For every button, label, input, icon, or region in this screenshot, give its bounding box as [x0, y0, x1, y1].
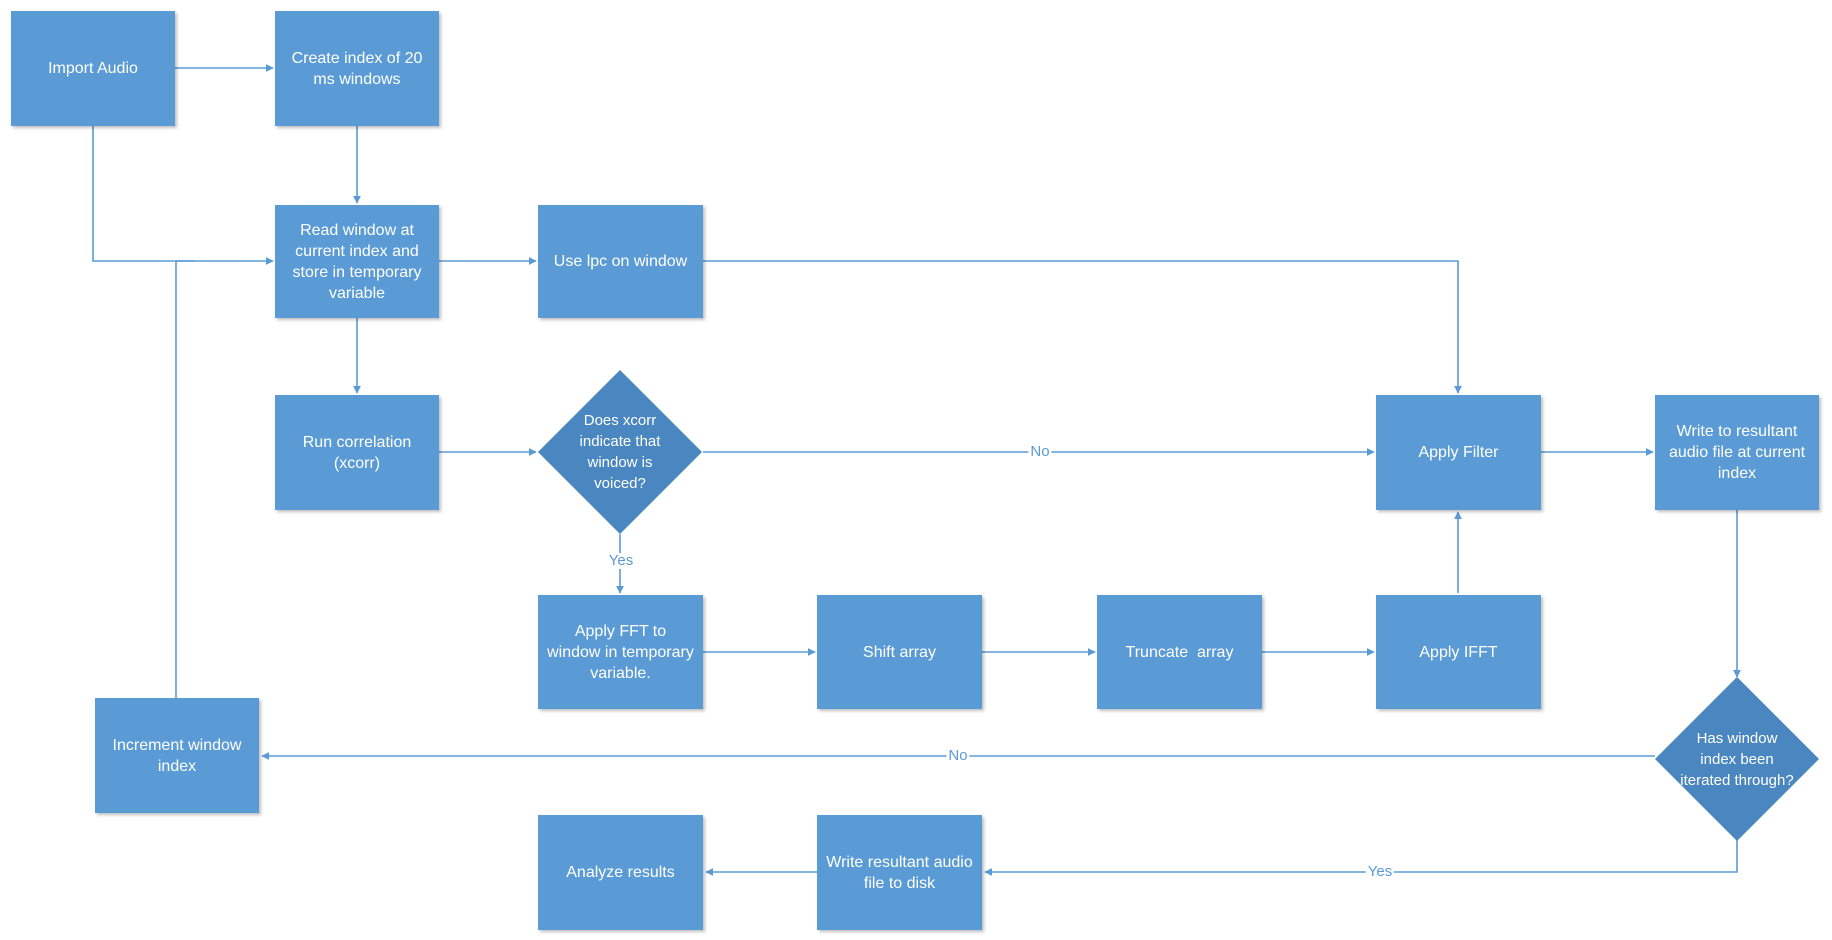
analyze-results-box: Analyze results [538, 815, 703, 930]
iterated-decision-label: Has window index been iterated through? [1680, 729, 1794, 789]
apply-filter-label: Apply Filter [1418, 444, 1499, 461]
edge-label-iterated-no: No [946, 747, 970, 764]
increment-index-box: Increment window index [95, 698, 259, 813]
truncate-array-box: Truncate array [1097, 595, 1262, 709]
apply-fft-box: Apply FFT to window in temporary variabl… [538, 595, 703, 709]
edge-label-iterated-yes: Yes [1365, 863, 1395, 880]
voiced-decision-diamond: Does xcorr indicate that window is voice… [538, 370, 702, 534]
iterated-decision-diamond: Has window index been iterated through? [1655, 677, 1819, 841]
edge-import-to-read-window [92, 126, 274, 265]
apply-fft-label: Apply FFT to window in temporary variabl… [547, 622, 694, 682]
analyze-results-label: Analyze results [566, 864, 675, 881]
edge-lpc-to-apply-filter [703, 260, 1462, 394]
voiced-decision-shape [538, 370, 702, 534]
write-to-disk-box: Write resultant audio file to disk [817, 815, 982, 930]
voiced-decision-label: Does xcorr indicate that window is voice… [579, 412, 661, 492]
run-correlation-label: Run correlation (xcorr) [302, 433, 412, 472]
use-lpc-box: Use lpc on window [538, 205, 703, 318]
increment-index-label: Increment window index [112, 736, 242, 775]
apply-ifft-box: Apply IFFT [1376, 595, 1541, 709]
create-index-box: Create index of 20 ms windows [275, 11, 439, 126]
write-resultant-label: Write to resultant audio file at current… [1668, 423, 1806, 482]
edge-label-voiced-no: No [1028, 443, 1052, 460]
import-audio-box: Import Audio [11, 11, 175, 126]
iterated-decision-shape [1655, 677, 1819, 841]
edge-increment-to-read-window [175, 260, 195, 698]
import-audio-label: Import Audio [48, 60, 138, 77]
apply-ifft-label: Apply IFFT [1419, 643, 1498, 661]
run-correlation-box: Run correlation (xcorr) [275, 395, 439, 510]
read-window-box: Read window at current index and store i… [275, 205, 439, 318]
write-resultant-box: Write to resultant audio file at current… [1655, 395, 1819, 510]
edge-label-voiced-yes: Yes [606, 552, 636, 569]
use-lpc-label: Use lpc on window [553, 253, 688, 270]
shift-array-label: Shift array [863, 643, 936, 661]
apply-filter-box: Apply Filter [1376, 395, 1541, 510]
edge-iterated-yes-to-write-disk [984, 836, 1738, 876]
truncate-array-label: Truncate array [1125, 643, 1234, 661]
read-window-label: Read window at current index and store i… [292, 221, 422, 302]
write-to-disk-label: Write resultant audio file to disk [826, 853, 973, 892]
shift-array-box: Shift array [817, 595, 982, 709]
create-index-label: Create index of 20 ms windows [291, 49, 423, 88]
